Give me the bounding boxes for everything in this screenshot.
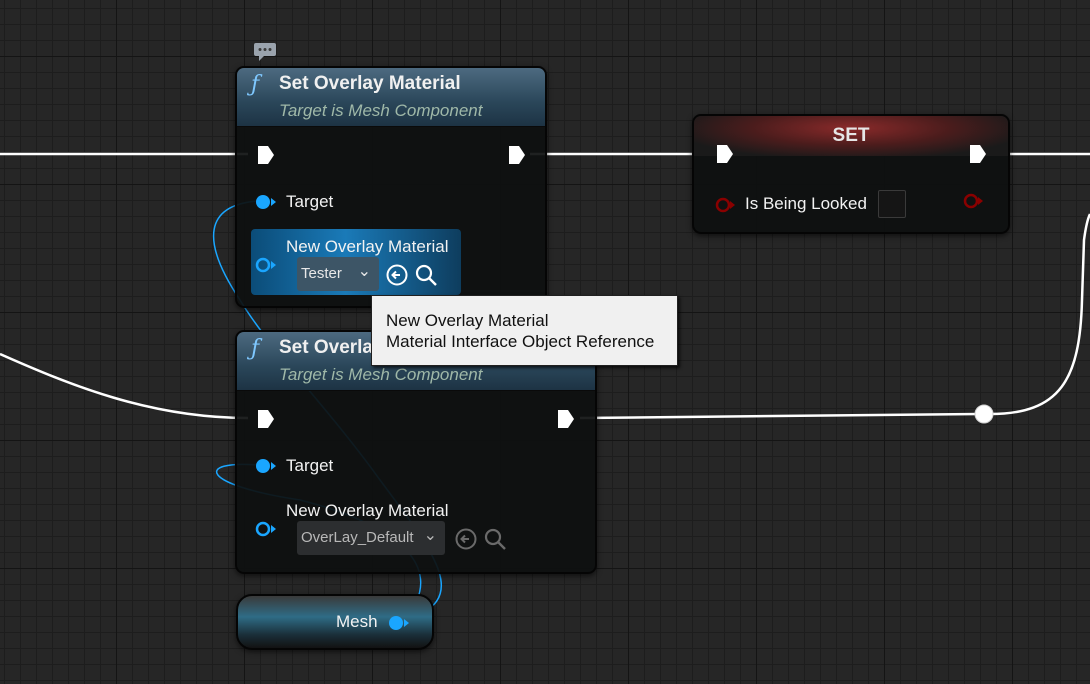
browse-to-asset-icon[interactable] [385, 263, 409, 287]
browse-to-asset-icon[interactable] [454, 527, 478, 551]
exec-in-pin[interactable] [257, 409, 275, 429]
exec-in-pin[interactable] [716, 144, 734, 164]
node-set-overlay-material-2[interactable]: ƒ Set Overlay Material Target is Mesh Co… [235, 330, 597, 574]
exec-out-pin[interactable] [557, 409, 575, 429]
mesh-label: Mesh [336, 612, 378, 631]
tooltip-line-2: Material Interface Object Reference [386, 332, 655, 351]
chevron-down-icon: ⌄ [357, 263, 371, 280]
tooltip-line-1: New Overlay Material [386, 311, 549, 330]
material-pin-label: New Overlay Material [286, 237, 449, 256]
target-pin[interactable] [255, 458, 277, 474]
function-icon: ƒ [251, 336, 260, 361]
node-title: SET [832, 125, 870, 146]
material-pin[interactable] [255, 257, 277, 273]
bool-in-pin[interactable] [714, 197, 736, 213]
material-asset-value: Tester [301, 265, 342, 282]
bool-checkbox[interactable] [878, 190, 906, 218]
target-pin-label: Target [286, 192, 334, 211]
material-asset-combo[interactable]: Tester ⌄ [297, 257, 379, 291]
bool-out-pin[interactable] [962, 193, 984, 209]
search-icon[interactable] [483, 527, 507, 551]
node-set-overlay-material-1[interactable]: ƒ Set Overlay Material Target is Mesh Co… [235, 66, 547, 308]
material-pin-label: New Overlay Material [286, 501, 449, 520]
node-header[interactable]: ƒ Set Overlay Material Target is Mesh Co… [237, 68, 545, 127]
target-pin[interactable] [255, 194, 277, 210]
material-pin[interactable] [255, 521, 277, 537]
material-asset-value: OverLay_Default [301, 529, 414, 546]
node-header[interactable]: SET [694, 116, 1008, 156]
node-set-variable[interactable]: SET Is Being Looked [692, 114, 1010, 234]
chevron-down-icon: ⌄ [423, 527, 437, 544]
exec-in-pin[interactable] [257, 145, 275, 165]
node-mesh-getter[interactable]: Mesh [236, 594, 434, 650]
material-asset-combo[interactable]: OverLay_Default ⌄ [297, 521, 445, 555]
node-subtitle: Target is Mesh Component [279, 365, 483, 384]
node-title: Set Overlay Material [279, 73, 461, 94]
function-icon: ƒ [251, 72, 260, 97]
comment-bubble-icon[interactable] [253, 42, 277, 62]
search-icon[interactable] [414, 263, 438, 287]
variable-label: Is Being Looked [745, 194, 867, 213]
node-subtitle: Target is Mesh Component [279, 101, 483, 120]
mesh-out-pin[interactable] [388, 615, 410, 631]
exec-out-pin[interactable] [969, 144, 987, 164]
exec-out-pin[interactable] [508, 145, 526, 165]
pin-tooltip: New Overlay Material Material Interface … [371, 295, 678, 366]
target-pin-label: Target [286, 456, 334, 475]
